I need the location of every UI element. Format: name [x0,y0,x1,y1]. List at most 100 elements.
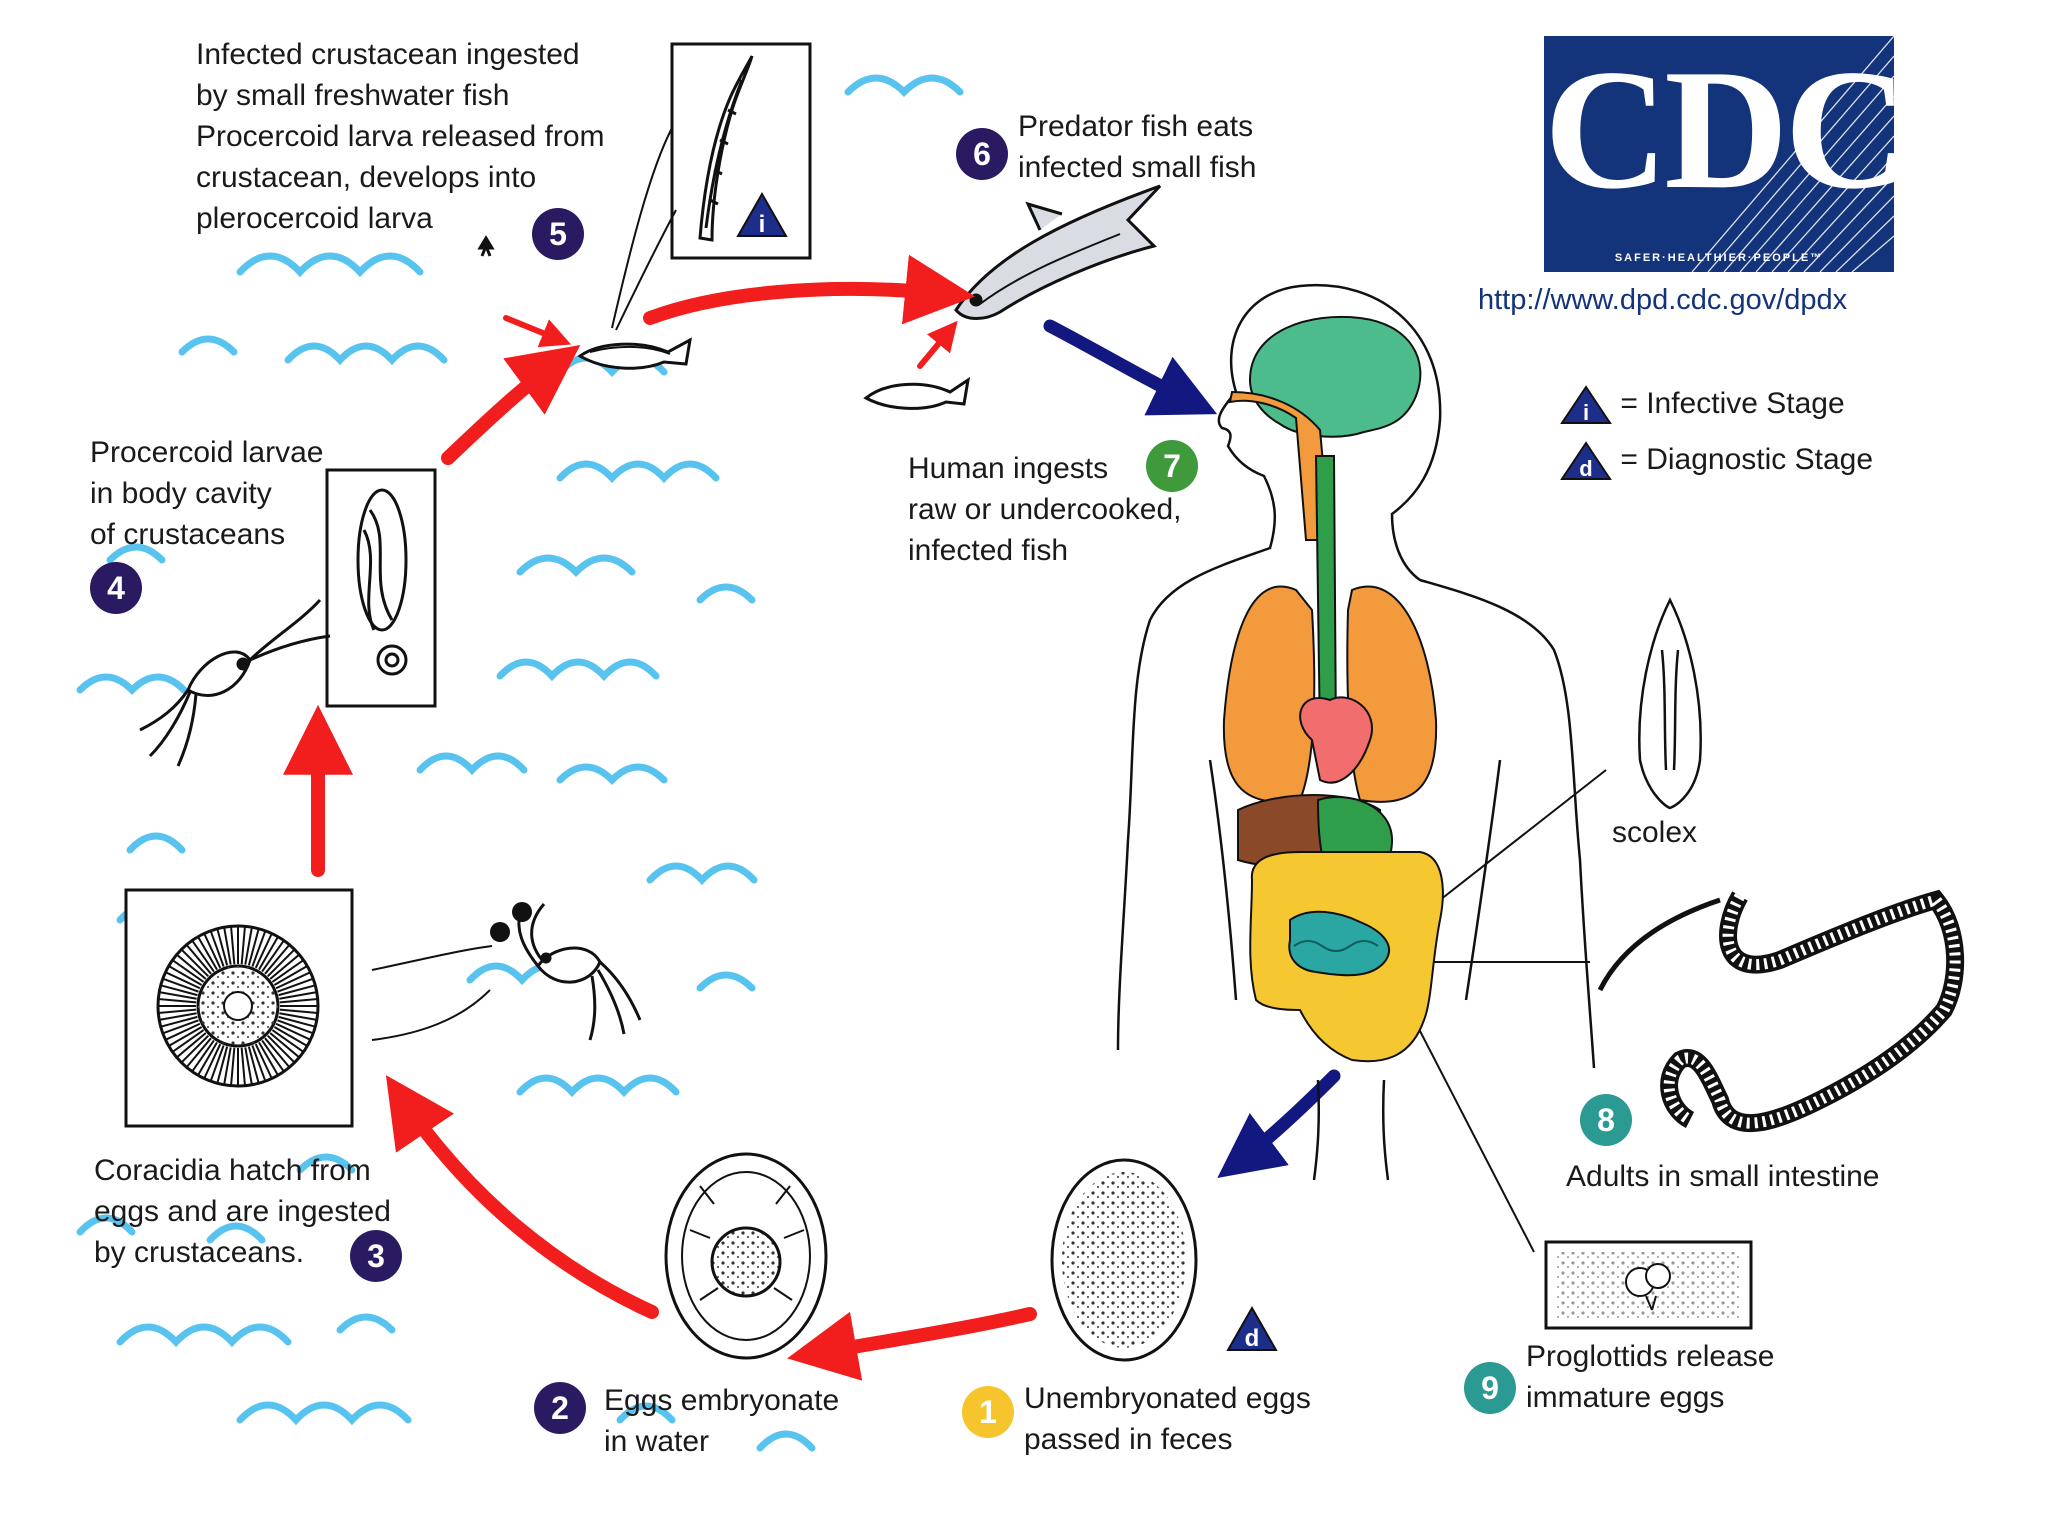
step-label-8: Adults in small intestine [1566,1160,1880,1193]
legend-diagnostic: d = Diagnostic Stage [1560,440,1873,481]
cilium [266,948,296,978]
cilium [269,1032,300,1059]
step-badge-7: 7 [1146,440,1198,492]
procercoid-larva-drawing [356,488,408,676]
svg-text:i: i [1583,400,1589,425]
heart [1299,696,1373,784]
cilium [216,1046,229,1084]
right-lung [1346,585,1438,803]
cilium [223,1047,232,1085]
cilium [230,926,236,965]
unembryonated-egg-drawing [1050,1158,1198,1362]
step-badge-3: 3 [350,1230,402,1282]
cilium [279,998,318,1004]
coracidia-dots [490,902,532,942]
cilium [258,1041,279,1076]
cilium [191,1039,215,1073]
svg-text:d: d [1245,1325,1260,1352]
fish-drawings [577,184,1162,410]
cilium [277,977,314,993]
ring-arrows [283,254,1037,1381]
step-badge-4: 4 [90,562,142,614]
brain [1248,315,1422,438]
cilium [160,1015,198,1028]
cilium [273,965,308,986]
cdc-logo: CDC SAFER·HEALTHIER·PEOPLE™ [1544,36,1894,272]
adult-tapeworm-drawing [1597,889,1965,1133]
crustacean-drawings [139,235,642,1041]
cilium [247,928,260,966]
cilium [203,933,222,969]
cilium [261,1039,285,1073]
step-badge-9: 9 [1464,1362,1516,1414]
cilium [261,939,285,973]
cilium [244,927,253,965]
small-red-arrows [503,315,958,369]
cilium [223,927,232,965]
cilium [279,991,317,1000]
proglottid-drawing [1556,1252,1741,1318]
cilium [158,1008,197,1014]
cilium [279,1012,317,1021]
cilium [203,1043,222,1079]
step-badge-5: 5 [532,208,584,260]
cilium [176,953,207,980]
cdc-url-link[interactable]: http://www.dpd.cdc.gov/dpdx [1478,284,1848,316]
cdc-tagline: SAFER·HEALTHIER·PEOPLE™ [1614,252,1824,264]
human-figure [1116,283,1596,1181]
cilium [168,965,203,986]
cilium [279,1008,318,1014]
cilium [264,944,291,975]
cilium [258,936,279,971]
coracidium-drawing [156,924,320,1088]
step-badge-8: 8 [1580,1094,1632,1146]
legend-infective-icon: i [1560,385,1612,425]
cilium [162,977,199,993]
step-badge-1: 1 [962,1386,1014,1438]
cilium [180,948,210,978]
cilium [159,1012,197,1021]
cilium [230,1047,236,1086]
cilium [165,1022,201,1041]
cilium [216,928,229,966]
cilium [165,971,201,990]
diagnostic-stage-marker: d [1226,1306,1278,1352]
cilium [247,1046,260,1084]
infective-stage-marker: i [736,192,788,238]
host-arrows [1043,319,1341,1179]
cilium [275,1022,311,1041]
cilium [160,984,198,997]
left-lung [1222,585,1316,803]
cilium [197,1041,218,1076]
cilium [240,926,246,965]
plerocercoid-larva-drawing [698,55,754,242]
cilium [251,1045,267,1082]
scolex-label: scolex [1612,816,1698,849]
cilium [254,1043,273,1079]
cilium [275,971,311,990]
cilium [185,1037,212,1068]
cilium [158,998,197,1004]
legend-infective-text: = Infective Stage [1620,387,1845,420]
step-badge-6: 6 [956,128,1008,180]
legend-diagnostic-text: = Diagnostic Stage [1620,443,1873,476]
cilium [271,959,305,983]
cilium [273,1026,308,1047]
cilium [254,933,273,969]
cilium [171,1029,205,1053]
svg-text:i: i [759,211,766,238]
logo-stripes [1691,36,1894,272]
pharynx [1228,390,1332,541]
cilium [278,984,316,997]
step-badge-2: 2 [534,1382,586,1434]
cilium [264,1037,291,1068]
